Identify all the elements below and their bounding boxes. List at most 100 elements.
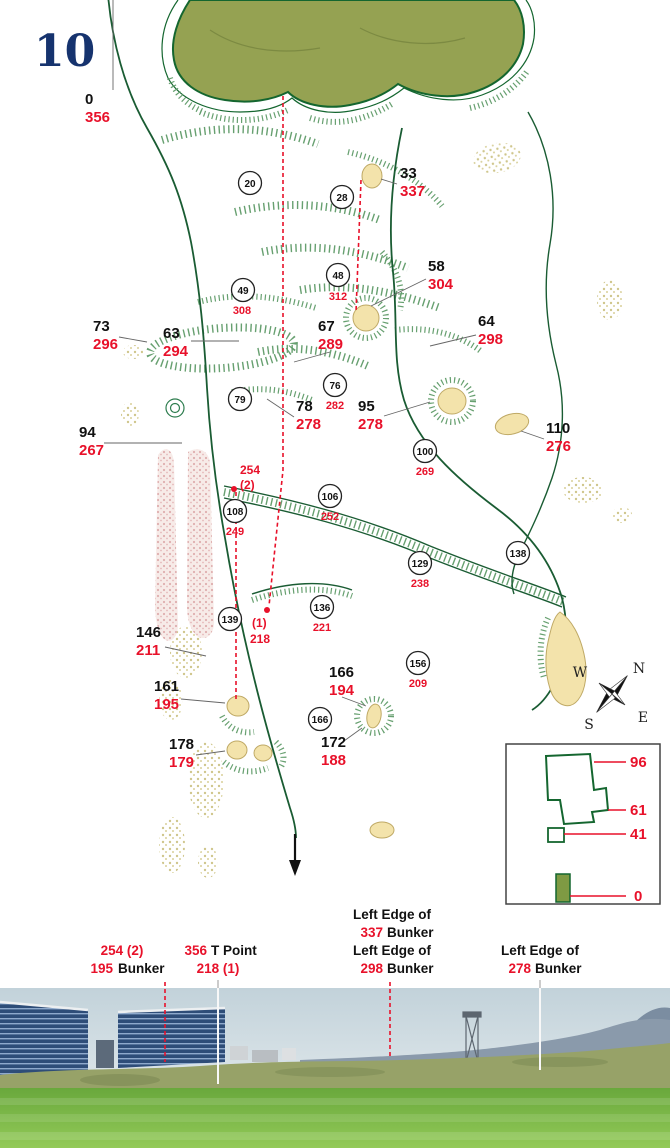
sprinkler-value: 76 — [329, 381, 341, 392]
marker-black: 95 — [358, 398, 375, 415]
distance-marker: 166 194 — [329, 664, 355, 699]
sprinkler-marker: 138 — [505, 540, 531, 566]
marker-red: 194 — [329, 682, 355, 699]
legend-green-outline — [544, 752, 610, 826]
sprinkler-value: 28 — [336, 193, 348, 204]
bunker-195 — [226, 695, 250, 717]
sprinkler-circle — [412, 438, 438, 464]
sprinkler-circle — [322, 372, 348, 398]
leader-lines — [104, 0, 545, 756]
sprinkler-marker: 28 — [329, 184, 355, 210]
marker-red: 337 — [400, 183, 425, 200]
distance-marker: 67 289 — [318, 318, 343, 353]
bunker-179b — [253, 744, 273, 762]
distance-marker: 146 211 — [136, 624, 161, 659]
marker-black: 58 — [428, 258, 445, 275]
sprinkler-marker: 108 249 — [222, 498, 248, 538]
bunker-278 — [437, 387, 467, 415]
sprinkler-red: 252 — [321, 511, 339, 523]
marker-black: 73 — [93, 318, 110, 335]
marker-black: 63 — [163, 325, 180, 342]
marker-black: 161 — [154, 678, 179, 695]
sprinkler-value: 129 — [412, 559, 429, 570]
photo-building — [252, 1050, 278, 1062]
marker-black: 146 — [136, 624, 161, 641]
marker-black: 33 — [400, 165, 417, 182]
pink-stipple-areas — [155, 449, 215, 641]
compass-w: W — [573, 665, 588, 681]
point-2-label: 254 — [240, 463, 260, 477]
annotation-red: 195 — [90, 961, 113, 976]
sprinkler-circle — [230, 277, 256, 303]
distance-marker: 33 337 — [400, 165, 425, 200]
photo-annotation: 356 T Point 218 (1) — [184, 943, 257, 976]
green-depth-legend: 96 61 41 0 — [505, 743, 661, 905]
sprinkler-circle — [217, 606, 243, 632]
marker-red: 278 — [358, 416, 383, 433]
distance-marker: 58 304 — [428, 258, 454, 293]
photo-annotation: 254 (2) 195 Bunker — [90, 943, 165, 976]
sprinkler-value: 79 — [234, 395, 246, 406]
bunker-304 — [352, 304, 380, 332]
legend-filled-bar — [555, 873, 571, 903]
sprinkler-circle — [237, 170, 263, 196]
marker-red: 188 — [321, 752, 346, 769]
marker-red: 298 — [478, 331, 503, 348]
marker-red: 278 — [296, 416, 321, 433]
photo-grandstand-right — [118, 1008, 225, 1068]
marker-red: 304 — [428, 276, 454, 293]
annotation-red: 254 (2) — [101, 943, 144, 958]
marker-black: 166 — [329, 664, 354, 681]
sprinkler-red: 221 — [313, 622, 331, 634]
legend-small-shape — [547, 827, 565, 843]
marker-black: 0 — [85, 91, 93, 108]
marker-red: 289 — [318, 336, 343, 353]
legend-value-41: 41 — [630, 826, 647, 843]
point-1-label: (1) — [252, 616, 267, 630]
annotation-black: Left Edge of — [353, 943, 431, 958]
course-photo — [0, 980, 670, 1148]
sprinkler-circle — [505, 540, 531, 566]
photo-building — [230, 1046, 248, 1060]
sprinkler-value: 138 — [510, 549, 527, 560]
annotation-red: 218 (1) — [197, 961, 240, 976]
distance-marker: 63 294 — [163, 325, 189, 360]
sprinkler-markers: 20 28 48 312 49 308 76 282 79 100 269 10… — [217, 170, 531, 732]
marker-red: 179 — [169, 754, 194, 771]
annotation-red: 356 — [184, 943, 207, 958]
sprinkler-value: 106 — [322, 492, 339, 503]
marker-black: 64 — [478, 313, 495, 330]
bunker-276 — [494, 412, 530, 436]
point-2-dot — [231, 486, 237, 492]
sprinkler-circle — [307, 706, 333, 732]
point-1-sub: 218 — [250, 632, 270, 646]
annotation-red: 298 — [360, 961, 383, 976]
annotation-black: Left Edge of — [501, 943, 579, 958]
annotation-black: Left Edge of — [353, 907, 431, 922]
photo-structure — [96, 1040, 114, 1068]
sprinkler-red: 269 — [416, 466, 434, 478]
sprinkler-marker: 76 282 — [322, 372, 348, 412]
distance-marker: 161 195 — [154, 678, 179, 713]
compass-s: S — [584, 717, 594, 733]
compass-rose: N E S W — [573, 661, 648, 733]
sprinkler-red: 312 — [329, 291, 347, 303]
sprinkler-marker: 20 — [237, 170, 263, 196]
photo-hills — [300, 1018, 670, 1062]
hole-number: 10 — [34, 26, 95, 77]
sprinkler-value: 48 — [332, 271, 344, 282]
sprinkler-circle — [405, 650, 431, 676]
annotation-black: T Point — [211, 943, 257, 958]
sprinkler-marker: 79 — [227, 386, 253, 412]
sprinkler-value: 136 — [314, 603, 331, 614]
distance-markers: 0 356 33 337 58 304 64 298 73 296 63 294… — [79, 91, 571, 771]
sprinkler-circle — [227, 386, 253, 412]
annotation-black: Bunker — [387, 961, 434, 976]
sprinkler-marker: 156 209 — [405, 650, 431, 690]
bunker-194 — [366, 703, 382, 729]
marker-black: 172 — [321, 734, 346, 751]
reference-points: 254 (2) (1) 218 — [231, 463, 270, 646]
distance-marker: 178 179 — [169, 736, 194, 771]
legend-value-96: 96 — [630, 754, 647, 771]
